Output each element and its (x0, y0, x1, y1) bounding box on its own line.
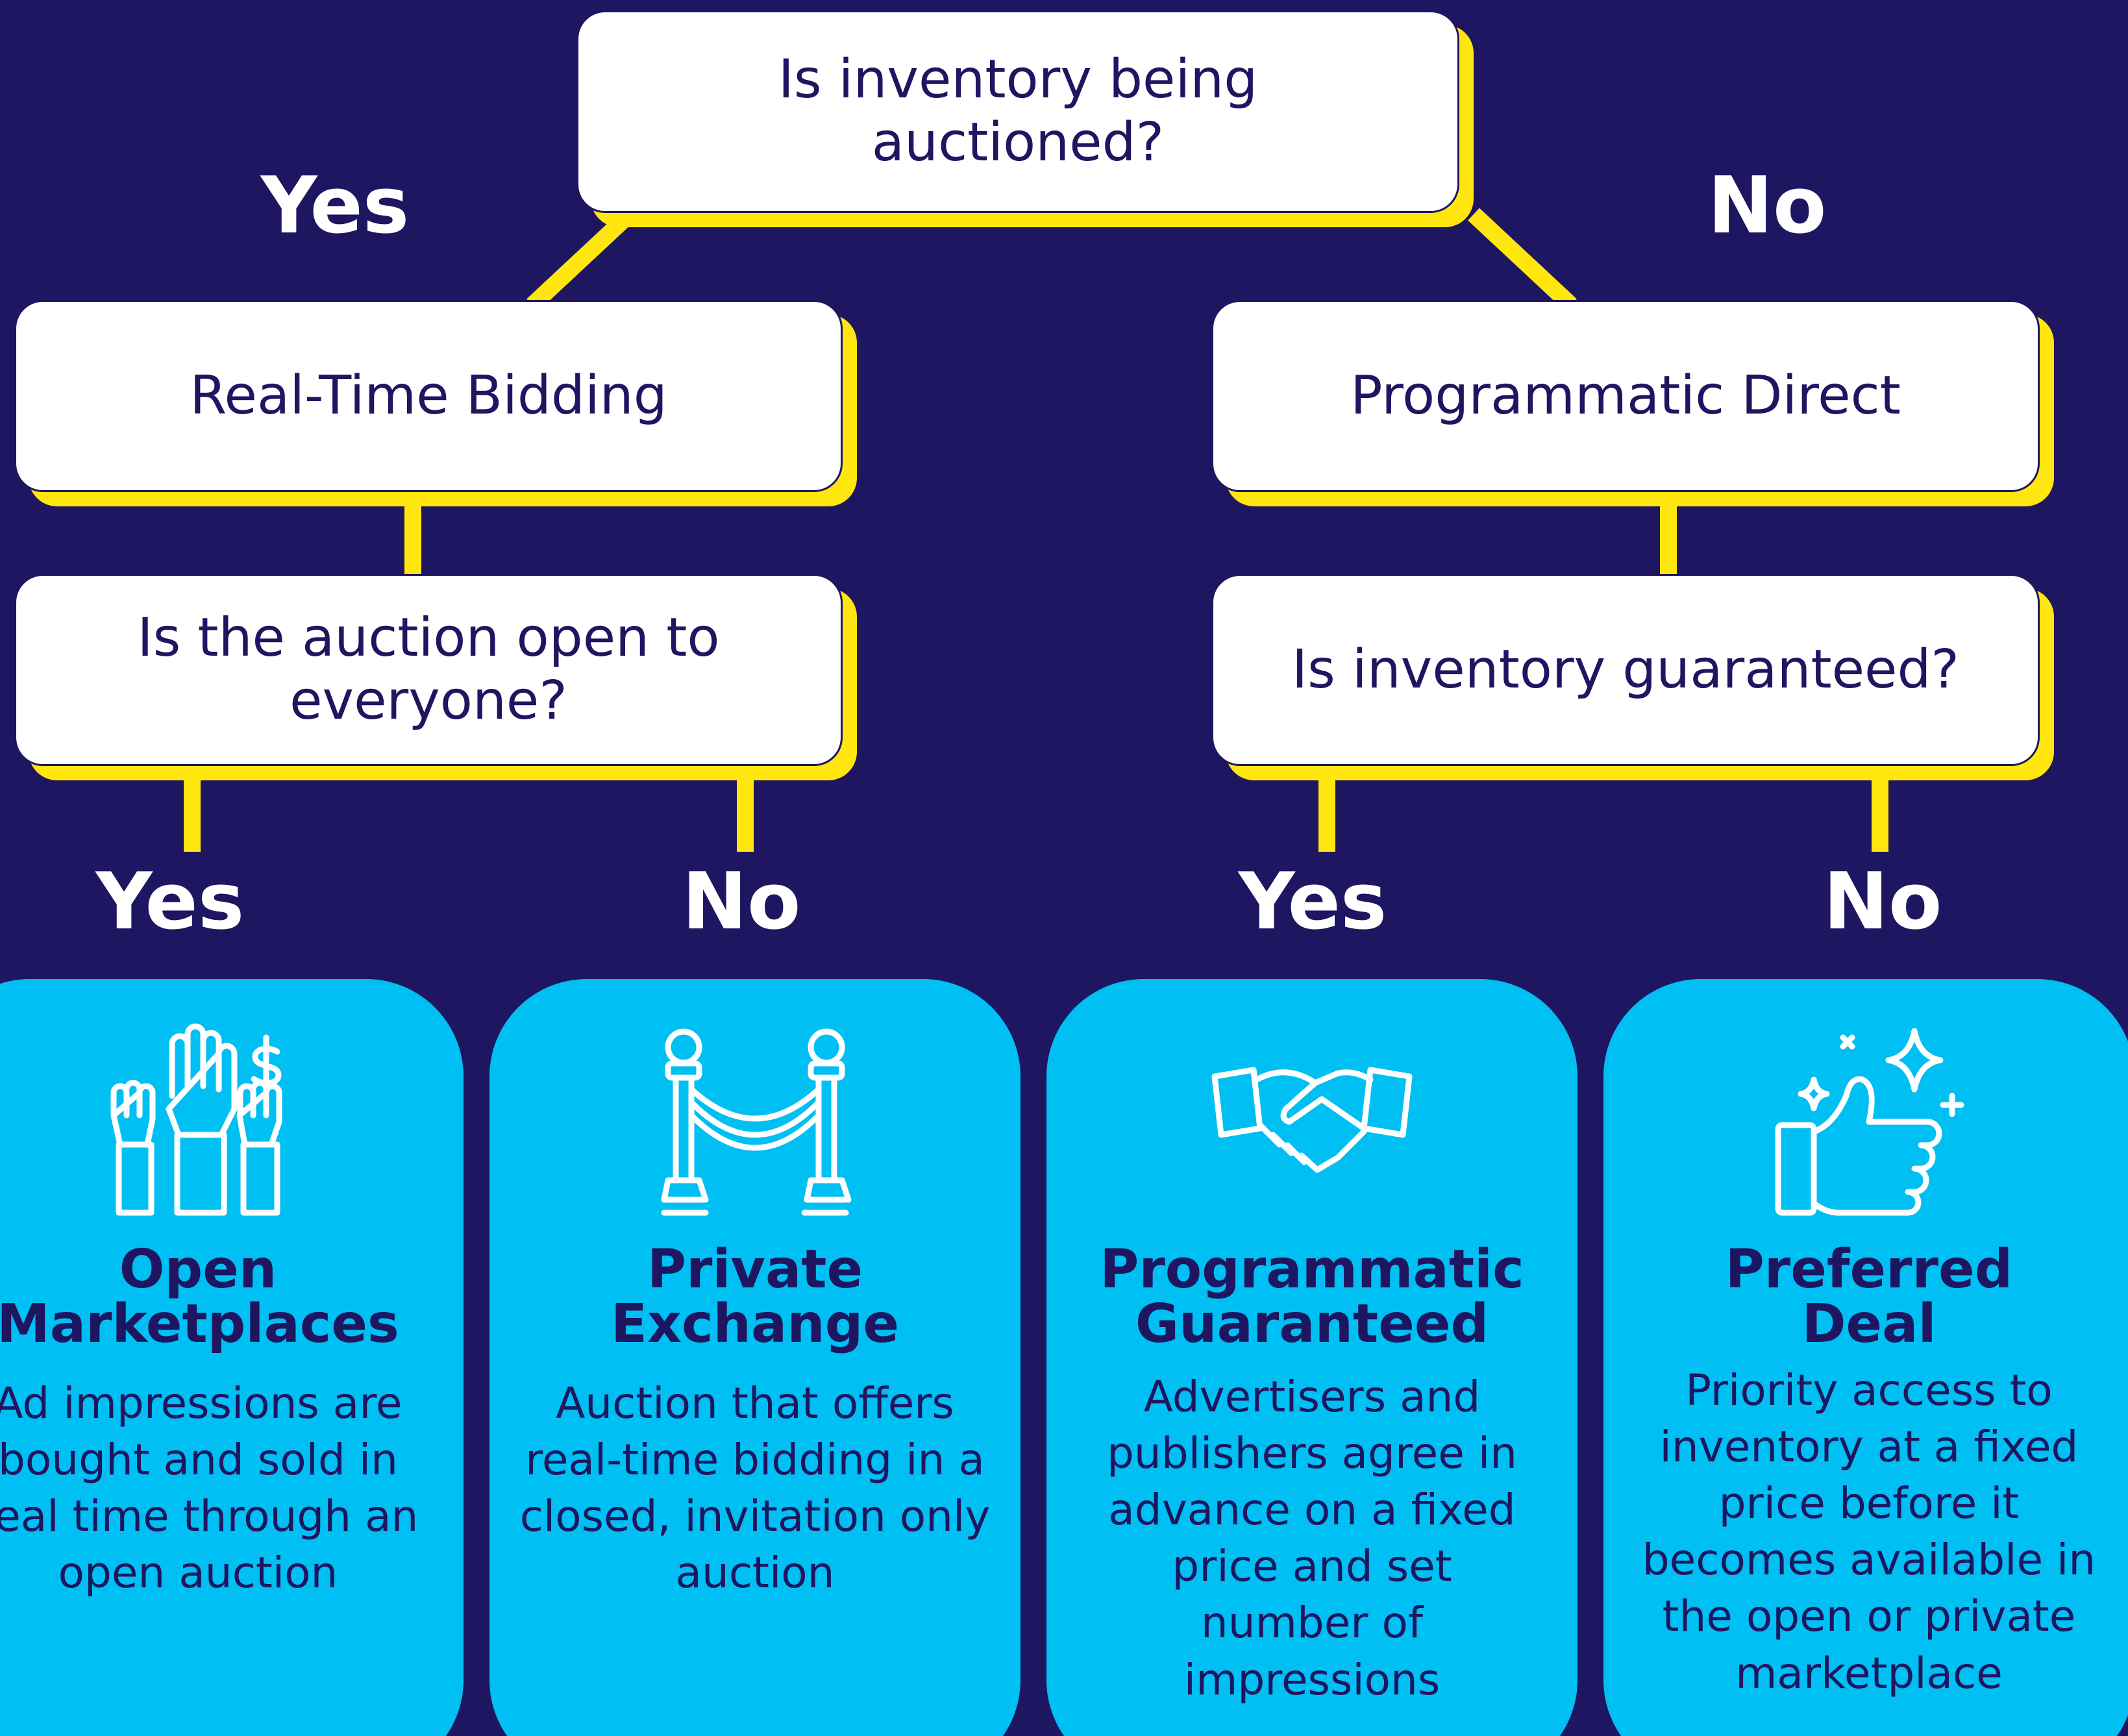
outcome-card-programmatic-guaranteed: Programmatic Guaranteed Advertisers and … (1046, 979, 1577, 1736)
outcome-description: Auction that offers real-time bidding in… (519, 1378, 991, 1598)
handshake-icon (1211, 1067, 1413, 1173)
outcome-card-private-exchange: Private Exchange Auction that offers rea… (489, 979, 1021, 1736)
inventory-guaranteed-question-node: Is inventory guaranteed? (1211, 574, 2040, 766)
outcome-description: Ad impressions are bought and sold in re… (0, 1378, 419, 1598)
real-time-bidding-label: Real-Time Bidding (190, 364, 667, 427)
outcome-description: Advertisers and publishers agree in adva… (1107, 1372, 1517, 1705)
auction-open-question-node: Is the auction open to everyone? (14, 574, 843, 766)
outcome-title: Preferred Deal (1725, 1239, 2013, 1355)
right-no-label: No (1823, 857, 1942, 947)
outcome-card-preferred-deal: Preferred Deal Priority access to invent… (1603, 979, 2128, 1736)
root-question-node: Is inventory being auctioned? (576, 10, 1459, 213)
auction-open-question-text: Is the auction open to everyone? (137, 607, 720, 732)
top-no-label: No (1707, 161, 1827, 251)
thumbs-up-sparkle-icon (1775, 1028, 1964, 1216)
outcome-description: Priority access to inventory at a fixed … (1642, 1365, 2096, 1698)
outcome-card-open-marketplaces: Open Marketplaces Ad impressions are bou… (0, 979, 464, 1736)
left-no-label: No (682, 857, 801, 947)
programmatic-direct-node: Programmatic Direct (1211, 300, 2040, 492)
top-yes-label: Yes (260, 161, 410, 251)
connector-root-left (526, 208, 636, 312)
outcome-title: Programmatic Guaranteed (1100, 1239, 1524, 1355)
connector-root-right (1468, 208, 1577, 312)
inventory-guaranteed-question-text: Is inventory guaranteed? (1291, 638, 1960, 701)
root-question-text: Is inventory being auctioned? (778, 49, 1258, 173)
real-time-bidding-node: Real-Time Bidding (14, 300, 843, 492)
outcome-title: Open Marketplaces (0, 1239, 399, 1355)
raised-hands-dollar-icon (110, 1023, 282, 1216)
outcome-title: Private Exchange (611, 1239, 899, 1355)
programmatic-direct-label: Programmatic Direct (1350, 364, 1901, 427)
velvet-rope-stanchion-icon (661, 1028, 852, 1216)
left-yes-label: Yes (95, 857, 245, 947)
right-yes-label: Yes (1238, 857, 1387, 947)
